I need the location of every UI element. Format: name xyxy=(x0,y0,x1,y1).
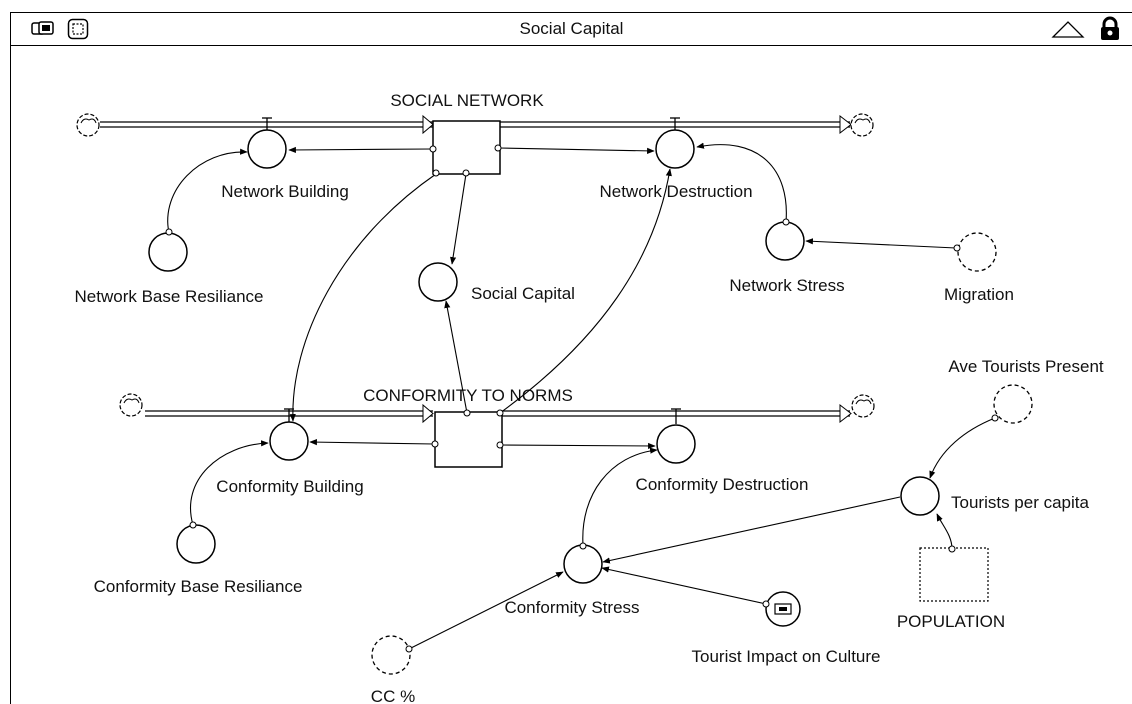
migration-label: Migration xyxy=(944,285,1014,304)
conformity-destruction-valve[interactable] xyxy=(656,408,696,464)
tourist-impact-on-culture-label: Tourist Impact on Culture xyxy=(692,647,881,666)
conformity-destruction-label: Conformity Destruction xyxy=(636,475,809,494)
cloud-sink-icon xyxy=(851,394,875,418)
social-capital-label: Social Capital xyxy=(471,284,575,303)
tourists-per-capita-label: Tourists per capita xyxy=(951,493,1089,512)
ave-tourists-present-label: Ave Tourists Present xyxy=(948,357,1104,376)
lock-icon[interactable] xyxy=(1099,16,1121,42)
population-label: POPULATION xyxy=(897,612,1005,631)
cloud-source-icon xyxy=(119,393,143,417)
cloud-sink-icon xyxy=(850,113,874,137)
population-stock[interactable] xyxy=(919,547,989,602)
up-triangle-icon[interactable] xyxy=(1051,18,1085,40)
title-bar: Social Capital xyxy=(10,12,1132,46)
cc-percent-label: CC % xyxy=(371,687,415,704)
network-stress-node[interactable] xyxy=(765,221,805,261)
tourists-per-capita-node[interactable] xyxy=(900,476,940,516)
connector-arrows xyxy=(167,142,996,650)
network-building-label: Network Building xyxy=(221,182,349,201)
social-network-stock[interactable] xyxy=(432,120,501,175)
tourist-impact-on-culture-node[interactable] xyxy=(765,591,801,627)
diagram-canvas xyxy=(10,46,1132,704)
cc-percent-node[interactable] xyxy=(371,635,411,675)
network-base-resiliance-label: Network Base Resiliance xyxy=(75,287,264,306)
network-building-valve[interactable] xyxy=(247,117,287,169)
window-title: Social Capital xyxy=(519,19,624,38)
ave-tourists-present-node[interactable] xyxy=(993,384,1033,424)
connector-origins xyxy=(165,144,999,653)
conformity-stress-node[interactable] xyxy=(563,544,603,584)
network-destruction-valve[interactable] xyxy=(655,117,695,169)
conformity-building-label: Conformity Building xyxy=(216,477,363,496)
conformity-base-resiliance-label: Conformity Base Resiliance xyxy=(94,577,303,596)
social-capital-node[interactable] xyxy=(418,262,458,302)
conformity-label: CONFORMITY TO NORMS xyxy=(363,386,573,405)
social-network-label: SOCIAL NETWORK xyxy=(390,91,544,110)
conformity-stress-label: Conformity Stress xyxy=(504,598,639,617)
conformity-outflow-pipe xyxy=(500,403,852,424)
network-destruction-label: Network Destruction xyxy=(599,182,752,201)
layout-icon[interactable] xyxy=(67,18,89,40)
migration-node[interactable] xyxy=(957,232,997,272)
cloud-source-icon xyxy=(76,113,100,137)
window-toggle-icon[interactable] xyxy=(31,19,83,39)
network-stress-label: Network Stress xyxy=(729,276,844,295)
conformity-building-valve[interactable] xyxy=(269,408,309,461)
network-base-resiliance-node[interactable] xyxy=(148,232,188,272)
conformity-stock[interactable] xyxy=(434,411,503,468)
conformity-base-resiliance-node[interactable] xyxy=(176,524,216,564)
